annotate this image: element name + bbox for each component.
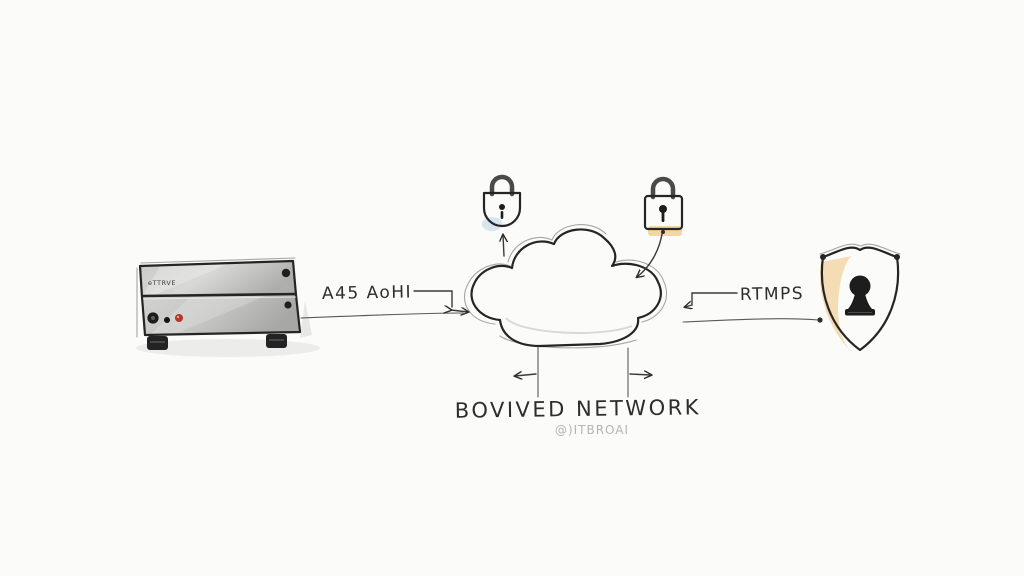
device-divider-highlight <box>142 296 297 300</box>
shield-echo <box>819 243 901 255</box>
device-record-glint <box>176 315 180 319</box>
right-protocol-label: RTMPS <box>740 284 805 305</box>
cloud-echo-top <box>507 224 607 263</box>
cloud-shape <box>470 228 662 348</box>
cloud-to-shield-line <box>682 318 820 323</box>
keyhole-head <box>849 275 871 297</box>
cloud-callout-arrow-left <box>515 374 537 376</box>
left-label-connector <box>413 290 453 308</box>
shield-smudge <box>819 256 852 352</box>
shield-link-dot <box>817 317 823 323</box>
left-protocol-label: A45 AoHI <box>322 282 413 304</box>
cloud-echo-right <box>615 259 668 323</box>
encoder-device-icon: eTTRVE <box>136 257 320 357</box>
device-brand-label: eTTRVE <box>148 279 176 287</box>
cloud-echo-left <box>463 263 511 325</box>
device-record-button <box>175 314 183 322</box>
cloud-inner-shade <box>505 317 633 334</box>
shield-body <box>820 246 900 352</box>
amber-padlock-keyhole-slot <box>661 212 665 222</box>
amber-padlock-body <box>643 194 684 231</box>
device-sheen-2 <box>150 295 268 335</box>
gray-padlock-connector <box>503 235 504 257</box>
amber-padlock-icon <box>637 176 684 277</box>
gray-padlock-icon <box>482 174 522 257</box>
amber-padlock-connector-dot <box>661 230 665 234</box>
cloud-callout-arrow-right <box>629 374 651 375</box>
cloud-echo-bottom <box>499 335 637 349</box>
amber-padlock-keyhole <box>659 205 667 213</box>
device-sheen <box>142 263 230 297</box>
amber-padlock-glow <box>648 226 682 236</box>
network-title: BOVIVED NETWORK <box>455 395 702 422</box>
shield-rivet-left <box>820 254 826 260</box>
network-handle: @)ITBROAI <box>555 423 629 437</box>
device-bottom-panel <box>142 295 300 335</box>
device-power-button <box>164 317 170 323</box>
left-label-double-arrow <box>451 310 468 312</box>
right-label-connector <box>685 292 738 307</box>
device-side-shadow <box>300 300 312 338</box>
cloud-icon <box>463 224 668 349</box>
gray-padlock-keyhole <box>499 204 505 210</box>
gray-padlock-shackle <box>489 174 515 197</box>
device-outline <box>138 259 302 337</box>
device-knob-bottom <box>284 301 292 309</box>
amber-padlock-connector <box>637 233 663 277</box>
device-knob-top <box>281 268 291 278</box>
gray-padlock-body <box>482 191 522 228</box>
shield-rivet-right <box>894 254 900 260</box>
gray-padlock-keyhole-slot <box>500 211 504 219</box>
device-divider <box>141 292 298 298</box>
device-outline-echo <box>136 257 296 338</box>
amber-padlock-shackle <box>650 176 676 200</box>
device-foot-right <box>266 334 287 348</box>
device-dial-center <box>151 316 155 320</box>
keyhole-neck <box>847 294 873 310</box>
shield-keyhole-icon <box>845 275 875 316</box>
shield-icon <box>819 243 901 352</box>
device-top-panel <box>140 261 296 297</box>
device-foot-left <box>147 336 168 350</box>
device-to-cloud-line <box>300 312 464 319</box>
